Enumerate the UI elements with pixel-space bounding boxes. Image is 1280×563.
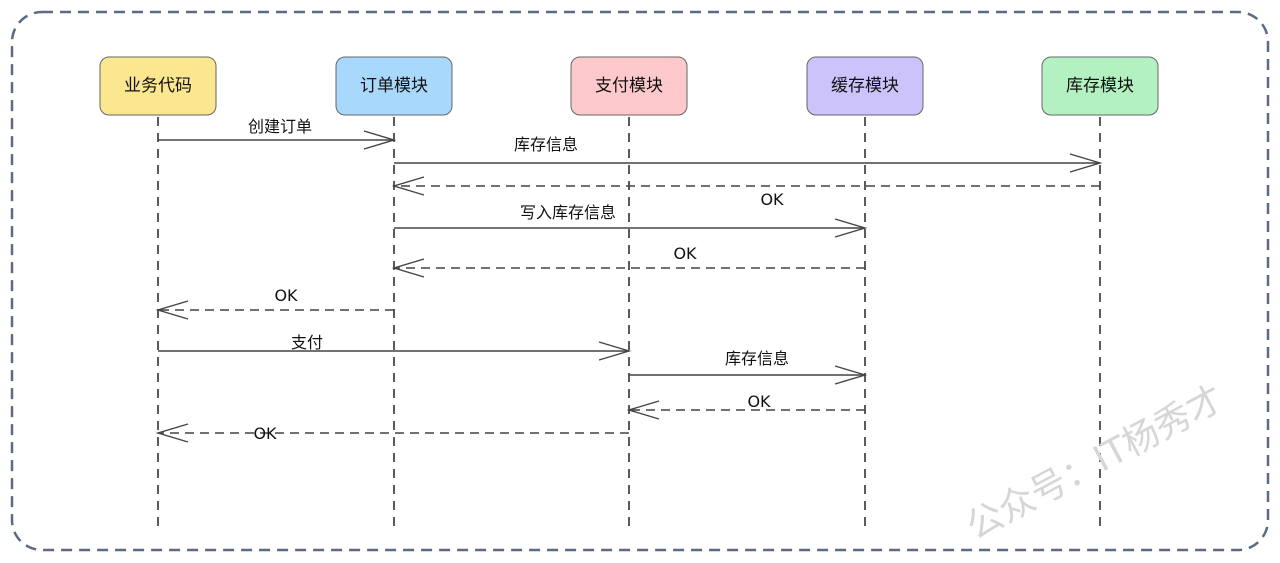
participant-label: 订单模块 bbox=[360, 76, 428, 96]
participant-order: 订单模块 bbox=[335, 56, 453, 116]
participant-inventory: 库存模块 bbox=[1041, 56, 1159, 116]
participant-business: 业务代码 bbox=[99, 56, 217, 116]
watermark: 公众号：IT杨秀才 bbox=[960, 378, 1231, 548]
message-10: OK bbox=[155, 423, 629, 443]
arrowhead-icon bbox=[391, 176, 425, 196]
lifelines bbox=[157, 117, 1101, 527]
arrowhead-icon bbox=[834, 218, 868, 238]
participant-label: 缓存模块 bbox=[831, 76, 899, 96]
message-label: OK bbox=[673, 244, 697, 263]
participant-box bbox=[99, 56, 217, 116]
arrowhead-icon bbox=[626, 400, 660, 420]
message-label: 库存信息 bbox=[514, 135, 578, 154]
arrowhead-icon bbox=[391, 258, 425, 278]
message-2: 库存信息 bbox=[394, 135, 1103, 173]
participant-box bbox=[1041, 56, 1159, 116]
participants: 业务代码 订单模块 支付模块 缓存模块 库存模块 bbox=[99, 56, 1159, 116]
message-label: 创建订单 bbox=[248, 117, 312, 136]
message-label: 写入库存信息 bbox=[520, 203, 616, 222]
message-label: 支付 bbox=[291, 333, 323, 352]
message-4: 写入库存信息 bbox=[394, 203, 868, 238]
participant-cache: 缓存模块 bbox=[806, 56, 924, 116]
message-label: OK bbox=[760, 190, 784, 209]
arrowhead-icon bbox=[363, 130, 397, 150]
message-7: 支付 bbox=[158, 333, 632, 361]
message-9: OK bbox=[626, 392, 865, 420]
diagram-frame bbox=[10, 10, 1270, 552]
message-label: OK bbox=[274, 286, 298, 305]
arrowhead-icon bbox=[155, 300, 189, 320]
message-5: OK bbox=[391, 244, 865, 278]
arrowhead-icon bbox=[155, 423, 189, 443]
arrowhead-icon bbox=[1069, 153, 1103, 173]
message-6: OK bbox=[155, 286, 394, 320]
message-label: 库存信息 bbox=[725, 349, 789, 368]
participant-label: 支付模块 bbox=[595, 76, 663, 96]
participant-label: 业务代码 bbox=[124, 76, 192, 96]
arrowhead-icon bbox=[598, 341, 632, 361]
participant-box bbox=[335, 56, 453, 116]
message-8: 库存信息 bbox=[629, 349, 868, 385]
message-label: OK bbox=[253, 424, 277, 443]
participant-label: 库存模块 bbox=[1066, 76, 1134, 96]
message-3: OK bbox=[391, 176, 1100, 209]
participant-box bbox=[570, 56, 688, 116]
participant-payment: 支付模块 bbox=[570, 56, 688, 116]
message-1: 创建订单 bbox=[158, 117, 397, 150]
participant-box bbox=[806, 56, 924, 116]
message-label: OK bbox=[747, 392, 771, 411]
arrowhead-icon bbox=[834, 365, 868, 385]
